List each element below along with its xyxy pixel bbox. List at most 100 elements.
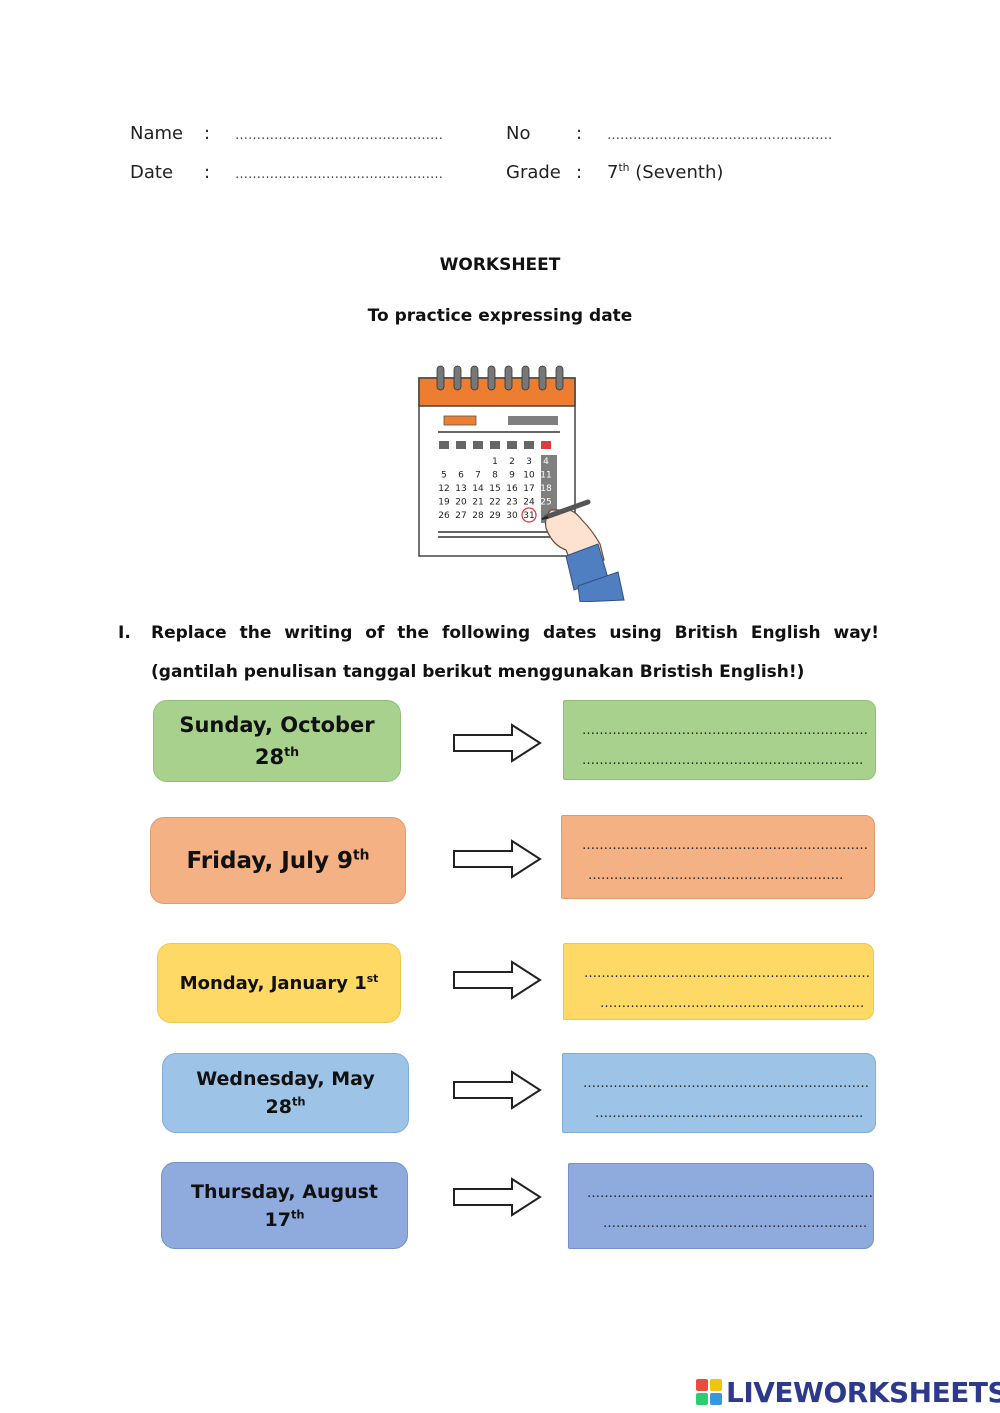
calendar-ring [436, 365, 445, 391]
date-colon: : [204, 162, 211, 183]
date-text: Monday, January 1 [179, 972, 367, 994]
page-title: WORKSHEET [439, 255, 561, 275]
calendar-day: 29 [489, 511, 501, 521]
calendar-day-header [439, 441, 449, 449]
date-suffix: st [366, 971, 379, 985]
answer-line-2: ……………………………………………………….. [582, 753, 864, 768]
calendar-day-header [456, 441, 466, 449]
answer-line-1: ………………………………………………………… [583, 1076, 869, 1091]
date-box-3: Monday, January 1st [157, 943, 401, 1023]
grade-word: (Seventh) [629, 162, 724, 183]
calendar-day: 9 [509, 471, 515, 481]
calendar-day: 1 [492, 457, 498, 467]
calendar-day: 3 [526, 457, 532, 467]
calendar-ring [470, 365, 479, 391]
date-label: Date [130, 162, 174, 183]
date-day: 28 [254, 745, 285, 769]
calendar-day: 13 [455, 484, 466, 494]
date-suffix: th [290, 1207, 305, 1222]
liveworksheets-brand: LIVEWORKSHEETS [696, 1376, 1000, 1409]
calendar-day: 28 [472, 511, 484, 521]
calendar-day: 10 [523, 471, 535, 481]
arrow-right-icon [453, 1177, 542, 1217]
calendar-day: 11 [540, 471, 551, 481]
date-box-2: Friday, July 9th [150, 817, 406, 904]
date-suffix: th [353, 846, 370, 863]
name-field[interactable]: ………………………………………… [235, 128, 443, 143]
arrow-right-icon [453, 723, 542, 763]
calendar-day: 26 [438, 511, 450, 521]
calendar-day: 18 [540, 484, 552, 494]
calendar-day: 30 [506, 511, 518, 521]
answer-field-2[interactable]: ………………………………………………………… ……………………………………………… [561, 815, 875, 899]
date-text: Thursday, August [190, 1180, 379, 1203]
calendar-day: 22 [489, 498, 500, 508]
no-label: No [506, 123, 531, 144]
calendar-day-header [507, 441, 517, 449]
answer-field-5[interactable]: ………………………………………………………… ……………………………………………… [568, 1163, 874, 1249]
date-box-5: Thursday, August 17th [161, 1162, 408, 1249]
date-day: 28 [265, 1096, 292, 1118]
calendar-day-header [524, 441, 534, 449]
date-text: Sunday, October [179, 713, 375, 737]
calendar-day: 14 [472, 484, 484, 494]
calendar-day: 7 [475, 471, 481, 481]
date-day: 17 [264, 1208, 291, 1231]
calendar-day: 21 [472, 498, 483, 508]
answer-field-4[interactable]: ………………………………………………………… ……………………………………………… [562, 1053, 876, 1133]
calendar-ring [504, 365, 513, 391]
calendar-day: 17 [523, 484, 534, 494]
calendar-day: 25 [540, 498, 551, 508]
arrow-right-icon [453, 1070, 542, 1110]
answer-line-2: …………………………………………………….. [595, 1106, 864, 1121]
calendar-ring [538, 365, 547, 391]
calendar-day: 19 [438, 498, 450, 508]
answer-line-1: ………………………………………………………… [582, 723, 868, 738]
answer-line-1: ………………………………………………………… [587, 1186, 873, 1201]
calendar-day: 24 [523, 498, 535, 508]
calendar-day-header [473, 441, 483, 449]
date-suffix: th [291, 1094, 306, 1109]
calendar-day: 12 [438, 484, 449, 494]
calendar-day: 15 [489, 484, 500, 494]
calendar-day: 6 [458, 471, 464, 481]
grade-value: 7th (Seventh) [607, 162, 723, 183]
date-suffix: th [284, 744, 300, 759]
instruction-number: I. [118, 623, 131, 643]
answer-field-3[interactable]: ………………………………………………………… ……………………………………………… [563, 943, 874, 1020]
calendar-day: 23 [506, 498, 517, 508]
liveworksheets-logo-icon [696, 1379, 722, 1405]
calendar-day: 8 [492, 471, 498, 481]
page-subtitle: To practice expressing date [367, 306, 633, 326]
date-text: Friday, July 9 [186, 847, 354, 874]
answer-line-1: ………………………………………………………… [582, 838, 868, 853]
answer-line-2: ……………………………………………………. [603, 1216, 868, 1231]
grade-number: 7 [607, 162, 619, 183]
answer-line-2: ………………………………………………….. [588, 868, 844, 883]
calendar-day: 5 [441, 471, 447, 481]
name-colon: : [204, 123, 211, 144]
no-field[interactable]: ……………………………………………. [607, 128, 833, 143]
grade-colon: : [576, 162, 583, 183]
calendar-day: 27 [455, 511, 466, 521]
answer-line-1: ………………………………………………………… [584, 966, 870, 981]
no-colon: : [576, 123, 583, 144]
arrow-right-icon [453, 839, 542, 879]
calendar-day-header [490, 441, 500, 449]
instruction-text: Replace the writing of the following dat… [151, 623, 879, 682]
calendar-ring [453, 365, 462, 391]
calendar-day: 20 [455, 498, 467, 508]
name-label: Name [130, 123, 184, 144]
grade-suffix: th [618, 161, 630, 174]
calendar-day: 2 [509, 457, 515, 467]
calendar-day-header [541, 441, 551, 449]
answer-line-2: ……………………………………………………. [600, 996, 865, 1011]
answer-field-1[interactable]: ………………………………………………………… ……………………………………………… [563, 700, 876, 780]
date-field[interactable]: ………………………………………… [235, 167, 443, 182]
calendar-ring [521, 365, 530, 391]
calendar-ring [487, 365, 496, 391]
calendar-day: 4 [543, 457, 549, 467]
arrow-right-icon [453, 960, 542, 1000]
date-box-1: Sunday, October 28th [153, 700, 401, 782]
